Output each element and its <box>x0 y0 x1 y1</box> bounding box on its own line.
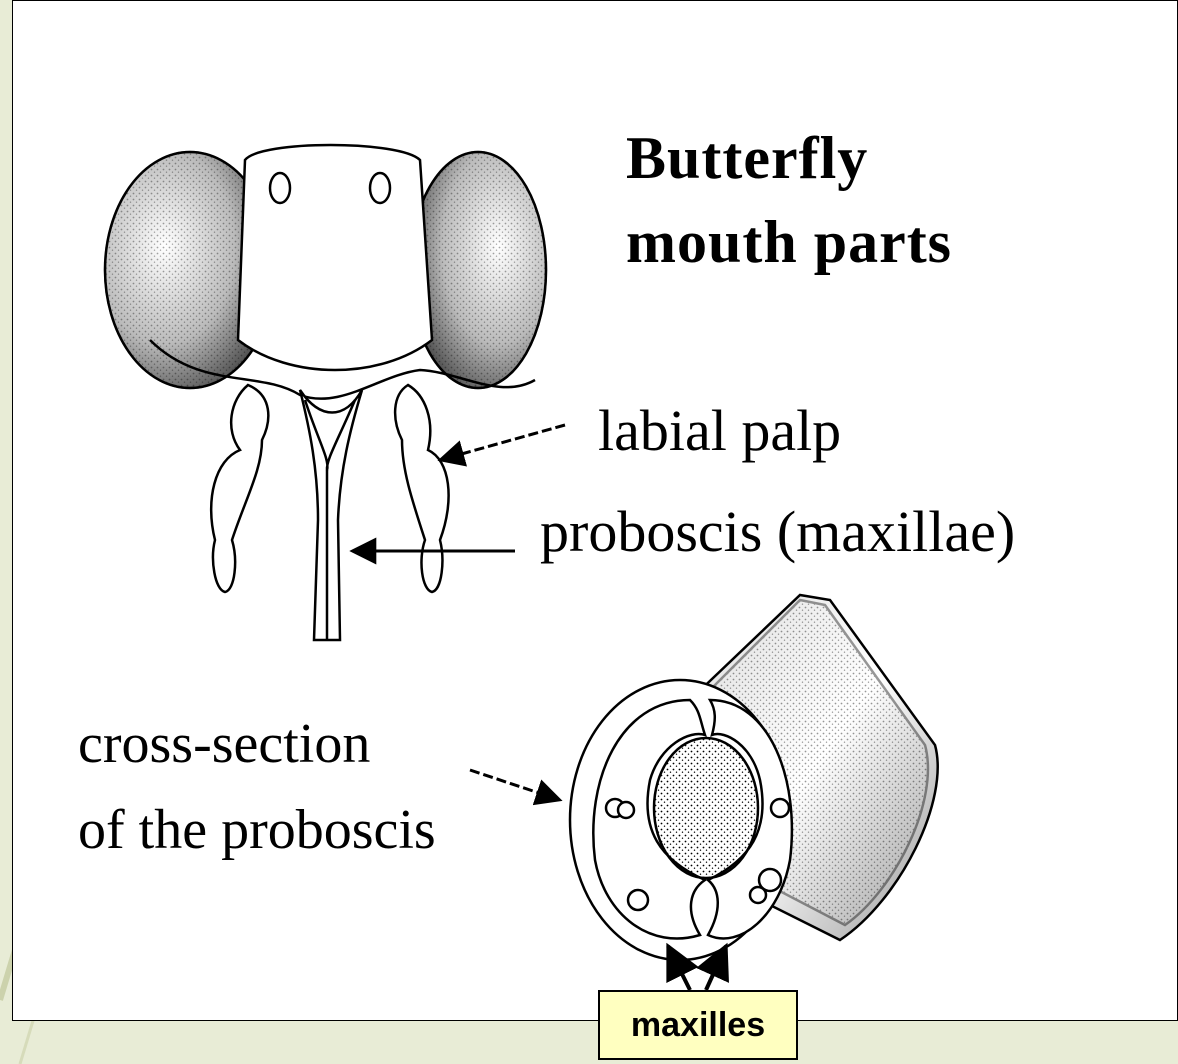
right-labial-palp <box>395 385 448 592</box>
maxilles-callout-text: maxilles <box>631 1006 765 1045</box>
label-cross-section-line-2: of the proboscis <box>78 802 436 858</box>
label-proboscis: proboscis (maxillae) <box>540 503 1015 561</box>
label-labial-palp: labial palp <box>598 402 841 460</box>
diagram-title-line-1: Butterfly <box>626 128 868 188</box>
maxilles-callout: maxilles <box>598 990 798 1060</box>
head-capsule <box>238 145 432 370</box>
proboscis-drawing <box>300 390 362 640</box>
butterfly-head <box>105 145 546 640</box>
diagram-title-line-2: mouth parts <box>626 212 952 272</box>
left-labial-palp <box>211 385 268 592</box>
proboscis-cross-section <box>570 595 938 960</box>
labial-palp-arrow <box>440 425 565 460</box>
label-cross-section-line-1: cross-section <box>78 716 370 772</box>
cross-section-arrow <box>470 770 560 800</box>
